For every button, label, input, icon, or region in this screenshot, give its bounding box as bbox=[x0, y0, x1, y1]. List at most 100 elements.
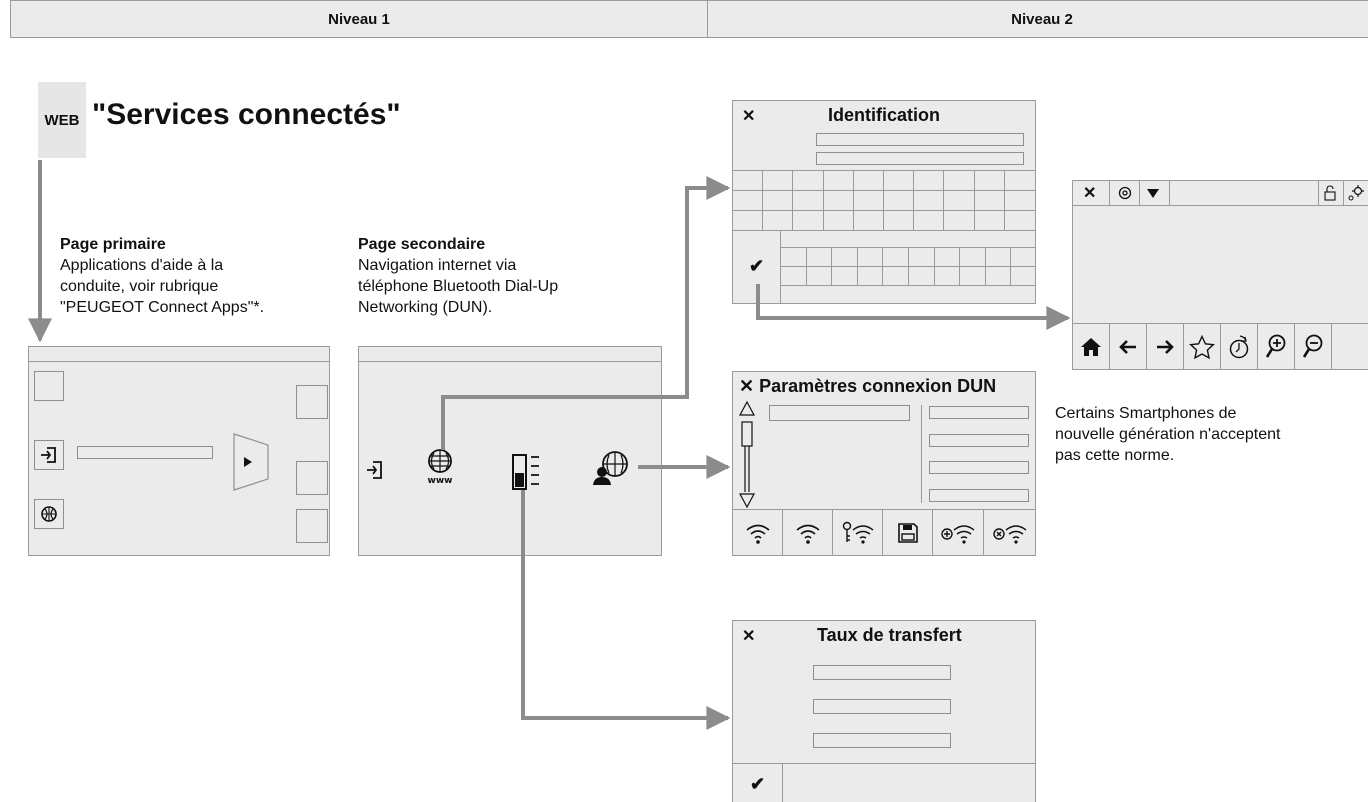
dun-action-bar bbox=[733, 509, 1035, 555]
toolbar-divider bbox=[1109, 181, 1110, 205]
toolbar-divider bbox=[1343, 181, 1344, 205]
exit-button[interactable] bbox=[34, 440, 64, 470]
page-title: "Services connectés" bbox=[92, 98, 401, 131]
scroll-thumb bbox=[741, 421, 753, 447]
forward-button[interactable] bbox=[1147, 324, 1184, 369]
favorites-button[interactable] bbox=[1184, 324, 1221, 369]
svg-text:www: www bbox=[428, 476, 453, 485]
transfer-value-field[interactable] bbox=[813, 665, 951, 680]
primary-line: conduite, voir rubrique bbox=[60, 278, 219, 295]
close-icon[interactable]: ✕ bbox=[742, 108, 756, 125]
browser-navigation-bar bbox=[1073, 323, 1368, 369]
primary-line: Applications d'aide à la bbox=[60, 257, 224, 274]
wifi-key-button[interactable] bbox=[833, 510, 883, 555]
dun-settings-icon[interactable] bbox=[589, 447, 635, 487]
secondary-page-screen: www bbox=[358, 346, 662, 556]
home-button[interactable] bbox=[1073, 324, 1110, 369]
transfer-rate-title: Taux de transfert bbox=[817, 625, 962, 645]
setting-field[interactable] bbox=[929, 434, 1029, 447]
play-icon bbox=[244, 457, 252, 467]
screen-top-bar bbox=[359, 347, 661, 362]
back-button[interactable] bbox=[1110, 324, 1147, 369]
toolbar-divider bbox=[1169, 181, 1170, 205]
close-icon[interactable]: ✕ bbox=[1083, 185, 1097, 202]
setting-field[interactable] bbox=[929, 461, 1029, 474]
floppy-disk-icon bbox=[897, 523, 918, 543]
transfer-rate-screen: ✕ Taux de transfert ✔ bbox=[732, 620, 1036, 802]
exit-icon[interactable] bbox=[363, 457, 389, 483]
browser-screen: ✕ bbox=[1072, 180, 1368, 370]
header-level-2: Niveau 2 bbox=[707, 0, 1368, 38]
web-globe-button[interactable] bbox=[34, 499, 64, 529]
transfer-rate-icon[interactable] bbox=[507, 452, 545, 492]
wifi-button[interactable] bbox=[733, 510, 783, 555]
side-tile[interactable] bbox=[296, 461, 328, 495]
secondary-line: Networking (DUN). bbox=[358, 299, 493, 316]
primary-text-field[interactable] bbox=[77, 446, 213, 459]
secondary-page-heading: Page secondaire bbox=[358, 236, 486, 253]
column-divider bbox=[921, 405, 922, 503]
identifier-field[interactable] bbox=[816, 133, 1024, 146]
keyboard-top[interactable] bbox=[733, 170, 1035, 231]
close-icon[interactable]: ✕ bbox=[742, 628, 756, 645]
header-level-1: Niveau 1 bbox=[10, 0, 708, 38]
transfer-value-field[interactable] bbox=[813, 733, 951, 748]
screen-top-bar bbox=[29, 347, 329, 362]
zoom-out-icon bbox=[1302, 334, 1323, 358]
arrow-right-icon bbox=[1157, 340, 1174, 354]
identification-title: Identification bbox=[828, 105, 940, 125]
validate-button[interactable]: ✔ bbox=[733, 230, 781, 303]
secondary-line: Navigation internet via bbox=[358, 257, 517, 274]
wifi-icon bbox=[795, 524, 820, 544]
password-field[interactable] bbox=[816, 152, 1024, 165]
at-sign-icon[interactable] bbox=[1117, 186, 1133, 200]
validate-button[interactable]: ✔ bbox=[733, 764, 783, 802]
www-globe-icon[interactable]: www bbox=[419, 445, 461, 485]
smartphone-note: Certains Smartphones de nouvelle générat… bbox=[1055, 403, 1280, 466]
transfer-bottom-bar: ✔ bbox=[733, 763, 1035, 802]
arrow-left-icon bbox=[1119, 340, 1136, 354]
unlock-icon[interactable] bbox=[1323, 185, 1337, 201]
settings-gear-icon[interactable] bbox=[1347, 184, 1365, 202]
transfer-value-field[interactable] bbox=[813, 699, 951, 714]
identification-screen: ✕ Identification ✔ bbox=[732, 100, 1036, 304]
history-button[interactable] bbox=[1221, 324, 1258, 369]
side-tile[interactable] bbox=[296, 509, 328, 543]
primary-page-heading: Page primaire bbox=[60, 236, 166, 253]
web-badge[interactable]: WEB bbox=[38, 82, 86, 158]
play-trapezoid-button[interactable] bbox=[233, 433, 269, 491]
scroll-up-icon bbox=[738, 400, 756, 416]
keyboard-bottom[interactable] bbox=[781, 247, 1035, 286]
primary-page-screen bbox=[28, 346, 330, 556]
setting-field[interactable] bbox=[929, 489, 1029, 502]
dun-settings-screen: ✕ Paramètres connexion DUN bbox=[732, 371, 1036, 556]
delete-wifi-button[interactable] bbox=[984, 510, 1035, 555]
scroll-down-icon bbox=[738, 493, 756, 509]
app-tile[interactable] bbox=[34, 371, 64, 401]
add-wifi-icon bbox=[941, 525, 975, 544]
toolbar-divider bbox=[1139, 181, 1140, 205]
star-icon bbox=[1189, 335, 1215, 359]
key-wifi-icon bbox=[842, 521, 873, 544]
secondary-line: téléphone Bluetooth Dial-Up bbox=[358, 278, 559, 295]
globe-icon bbox=[41, 506, 57, 522]
add-wifi-button[interactable] bbox=[933, 510, 984, 555]
clock-history-icon bbox=[1229, 335, 1249, 359]
zoom-out-button[interactable] bbox=[1295, 324, 1332, 369]
scrollbar[interactable] bbox=[737, 400, 757, 510]
setting-field[interactable] bbox=[929, 406, 1029, 419]
wifi-scan-button[interactable] bbox=[783, 510, 833, 555]
dropdown-icon[interactable] bbox=[1146, 188, 1160, 199]
browser-toolbar: ✕ bbox=[1073, 181, 1368, 206]
side-tile[interactable] bbox=[296, 385, 328, 419]
zoom-in-button[interactable] bbox=[1258, 324, 1295, 369]
home-icon bbox=[1081, 338, 1101, 356]
toolbar-divider bbox=[1318, 181, 1319, 205]
secondary-page-description: Page secondaire Navigation internet via … bbox=[358, 234, 558, 318]
note-line: nouvelle génération n'acceptent bbox=[1055, 426, 1281, 443]
save-button[interactable] bbox=[883, 510, 933, 555]
note-line: Certains Smartphones de bbox=[1055, 405, 1237, 422]
exit-icon bbox=[41, 447, 56, 463]
connection-list-item[interactable] bbox=[769, 405, 910, 421]
zoom-in-icon bbox=[1265, 334, 1286, 358]
